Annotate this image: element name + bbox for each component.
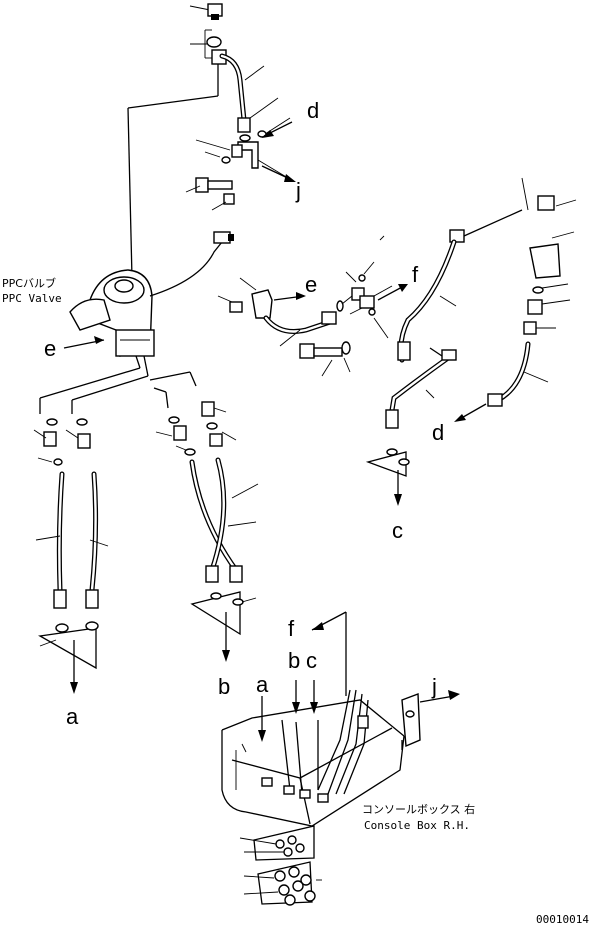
ref-letter-d-right: d <box>432 420 444 445</box>
left-hose-pair <box>33 418 109 694</box>
console-box <box>221 611 460 827</box>
ppc-valve <box>69 231 234 377</box>
ppc-valve-label-jp: PPCバルブ <box>2 276 56 290</box>
console-box-label-en: Console Box R.H. <box>364 819 470 832</box>
top-hose-assembly <box>127 3 291 279</box>
long-right-hose <box>365 209 523 506</box>
ref-letter-b-left: b <box>218 674 230 699</box>
ref-letter-c-right: c <box>392 518 403 543</box>
drawing-number: 00010014 <box>536 913 589 926</box>
valve-leader-lines <box>39 367 197 414</box>
ref-letter-a-console: a <box>256 672 269 697</box>
middle-fitting-group <box>217 277 353 377</box>
console-box-label-jp: コンソールボックス 右 <box>362 802 475 816</box>
ref-letter-c-console: c <box>306 648 317 673</box>
bottom-hardware <box>239 825 322 906</box>
ref-letter-a-left: a <box>66 704 79 729</box>
ref-letter-d-top: d <box>307 98 319 123</box>
ppc-valve-label-en: PPC Valve <box>2 292 62 305</box>
ref-letter-j-top: j <box>295 178 301 203</box>
ref-letter-b-console: b <box>288 648 300 673</box>
right-fitting-block <box>345 235 408 339</box>
ref-letter-j-console: j <box>431 674 437 699</box>
ref-letter-f-console: f <box>288 616 295 641</box>
ref-letter-e-middle: e <box>305 272 317 297</box>
far-right-fittings <box>454 177 577 422</box>
ref-letter-e-left: e <box>44 336 56 361</box>
middle-hose-pair <box>155 401 259 662</box>
ref-letter-f-right: f <box>412 262 419 287</box>
